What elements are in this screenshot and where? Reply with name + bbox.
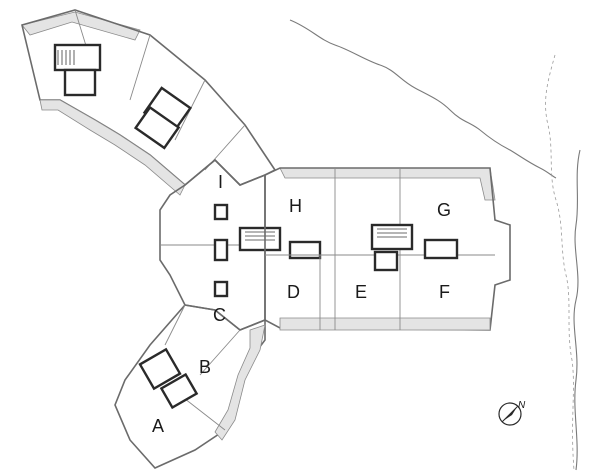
unit-label-e: E xyxy=(355,282,367,302)
unit-label-f: F xyxy=(439,282,450,302)
east-wing xyxy=(264,167,511,331)
unit-labels: A B C D E F G H I xyxy=(152,172,451,436)
unit-label-b: B xyxy=(199,357,211,377)
unit-label-a: A xyxy=(152,416,164,436)
site-terrain xyxy=(289,19,581,471)
unit-label-c: C xyxy=(213,305,226,325)
unit-label-d: D xyxy=(287,282,300,302)
unit-label-i: I xyxy=(218,172,223,192)
central-hub xyxy=(159,158,322,331)
south-wing xyxy=(114,304,266,469)
north-label: N xyxy=(518,400,526,411)
north-compass-icon: N xyxy=(498,400,526,426)
unit-label-h: H xyxy=(289,196,302,216)
unit-label-g: G xyxy=(437,200,451,220)
north-wing xyxy=(21,9,277,196)
